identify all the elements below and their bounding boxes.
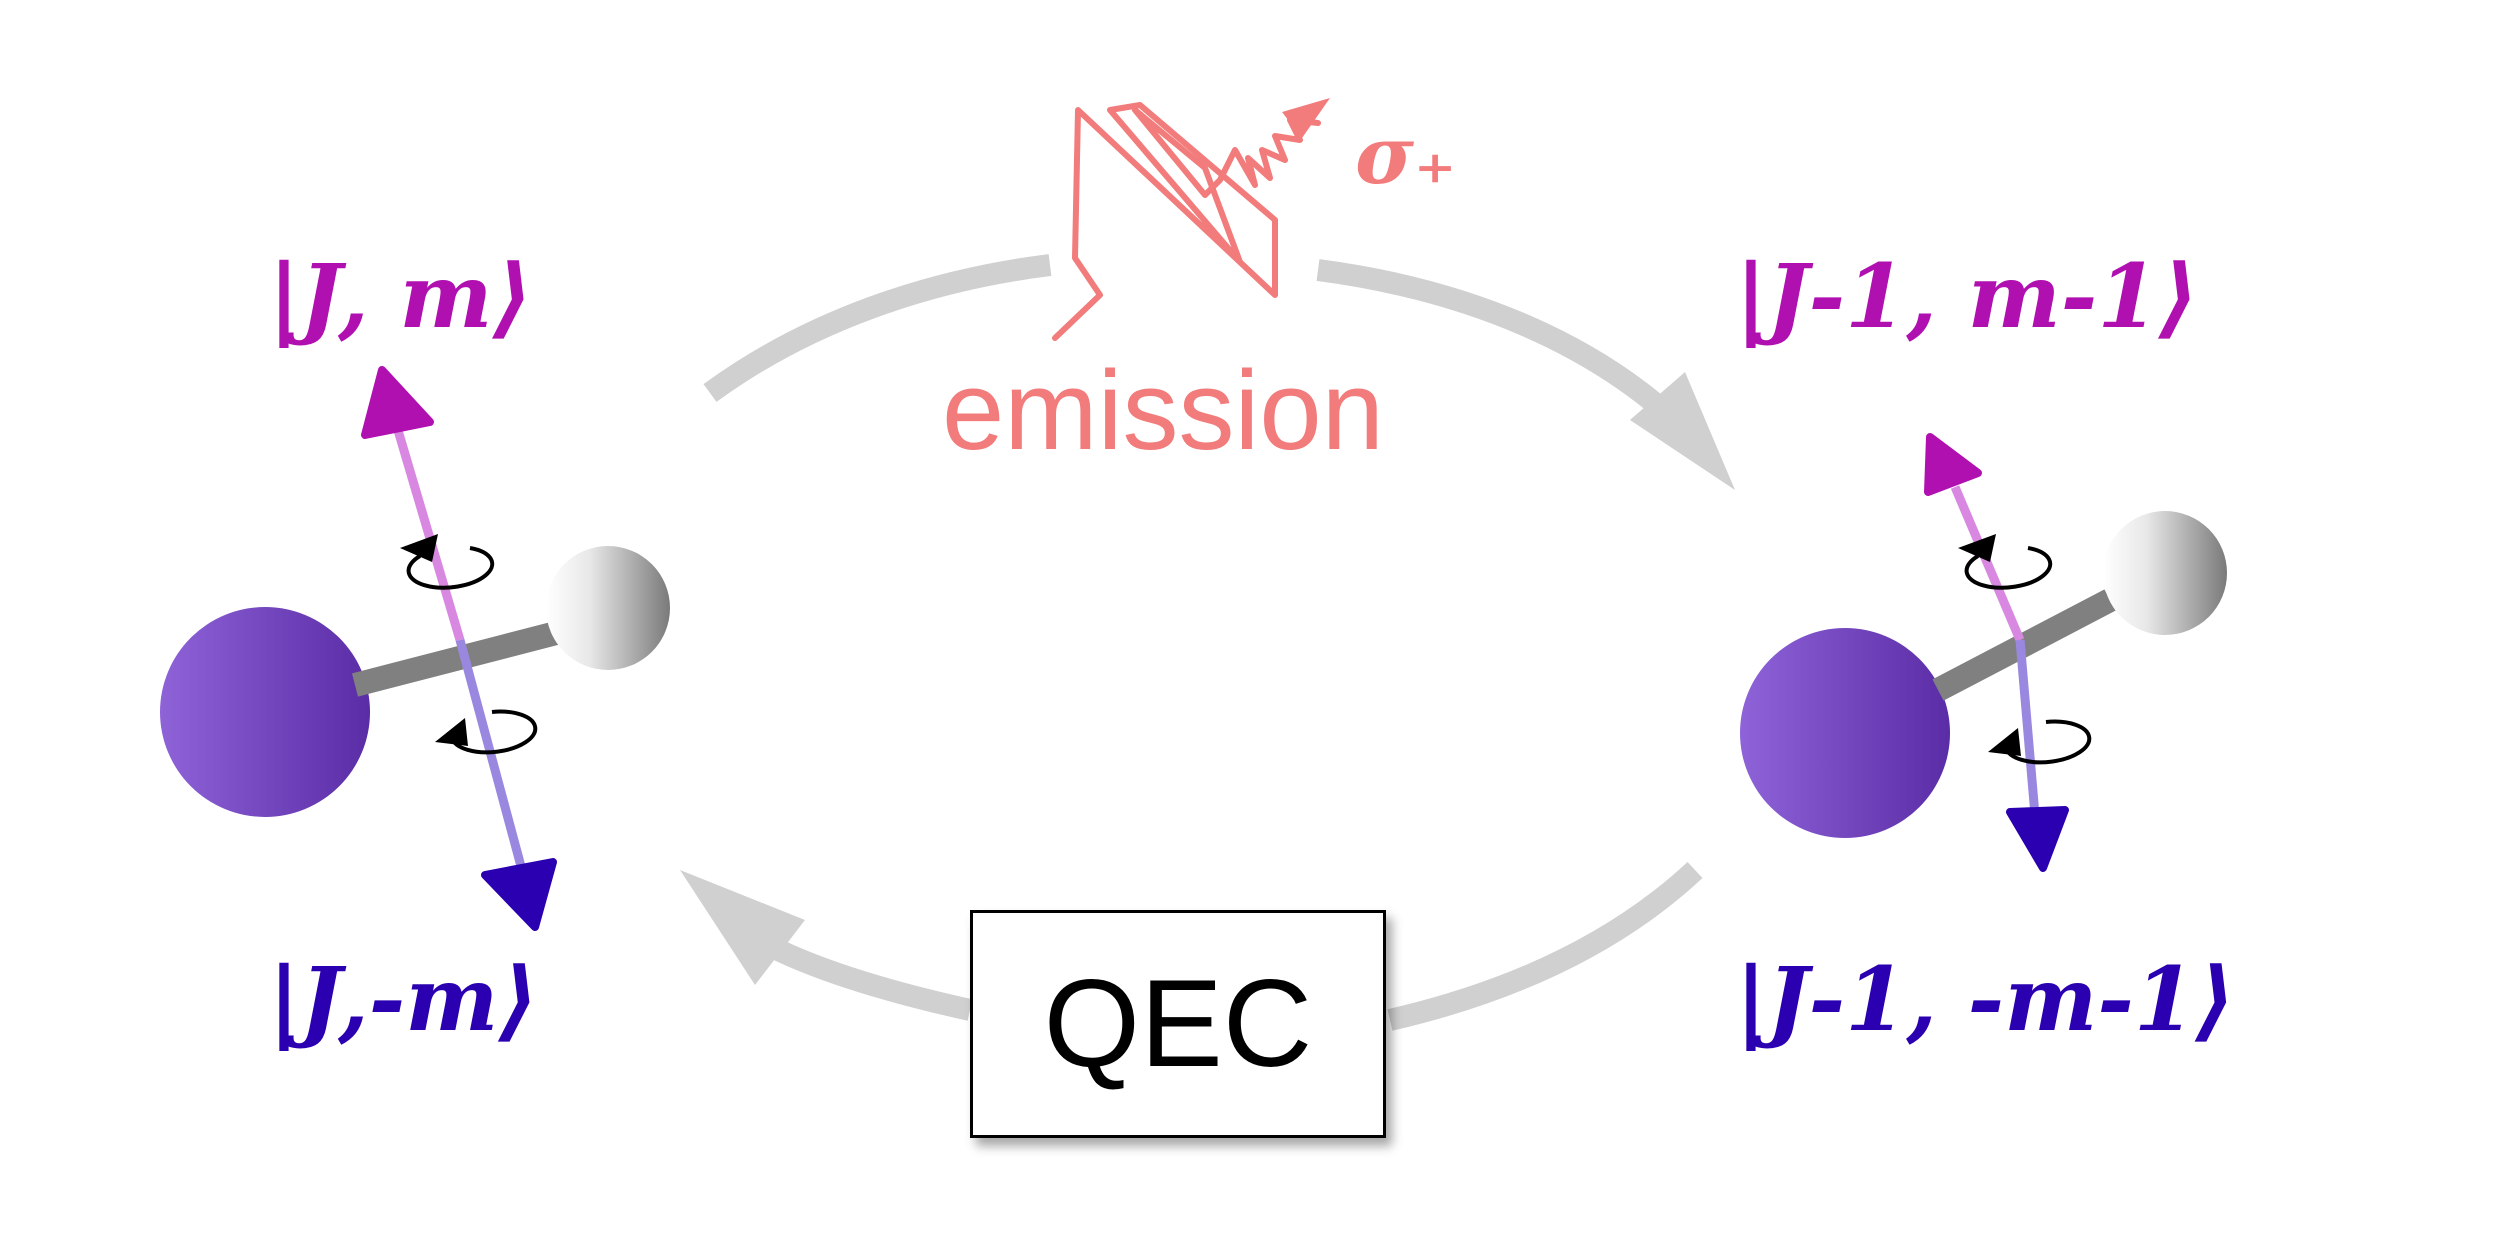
angular-momentum-up-left xyxy=(387,408,465,642)
state-label-right-top: |J-1, m-1⟩ xyxy=(1735,244,2199,348)
diatomic-molecule-right xyxy=(1740,433,2227,872)
cycle-arrowhead-left xyxy=(680,870,805,985)
heavy-atom-right xyxy=(1740,628,1950,838)
photon-arrowhead xyxy=(1282,98,1330,138)
rotation-arrow-icon xyxy=(1958,534,2053,590)
cycle-arrowhead-right xyxy=(1630,372,1735,490)
arrowhead-down-right xyxy=(2006,806,2069,872)
qec-box: QEC xyxy=(970,910,1386,1138)
arrowhead-up-right xyxy=(1924,433,1982,496)
cycle-arc-top-right xyxy=(1316,259,1698,443)
arrowhead-up-left xyxy=(361,366,434,439)
emission-label: emission xyxy=(942,348,1384,473)
photon-wave xyxy=(1052,102,1321,341)
qec-label: QEC xyxy=(1043,955,1313,1093)
light-atom-left xyxy=(546,546,670,670)
polarization-label: σ₊ xyxy=(1355,108,1457,202)
rotation-arrow-icon xyxy=(435,709,538,755)
rotation-arrow-icon xyxy=(1988,719,2092,765)
diatomic-molecule-left xyxy=(160,366,670,931)
state-label-left-bottom: |J,-m⟩ xyxy=(268,947,539,1051)
cycle-arrows xyxy=(680,254,1735,1031)
cycle-arc-bottom-right xyxy=(1387,861,1703,1031)
cycle-arc-top-left xyxy=(703,254,1052,402)
angular-momentum-up-right xyxy=(1950,485,2025,642)
heavy-atom-left xyxy=(160,607,370,817)
state-label-right-bottom: |J-1, -m-1⟩ xyxy=(1735,947,2236,1051)
bond-left xyxy=(351,620,564,697)
state-label-left-top: |J, m⟩ xyxy=(268,244,533,348)
wavy-photon-icon xyxy=(1052,98,1330,341)
arrowhead-down-left xyxy=(481,858,557,931)
angular-momentum-down-left xyxy=(455,638,527,872)
angular-momentum-down-right xyxy=(2015,639,2040,816)
rotation-arrow-icon xyxy=(400,534,495,590)
light-atom-right xyxy=(2103,511,2227,635)
